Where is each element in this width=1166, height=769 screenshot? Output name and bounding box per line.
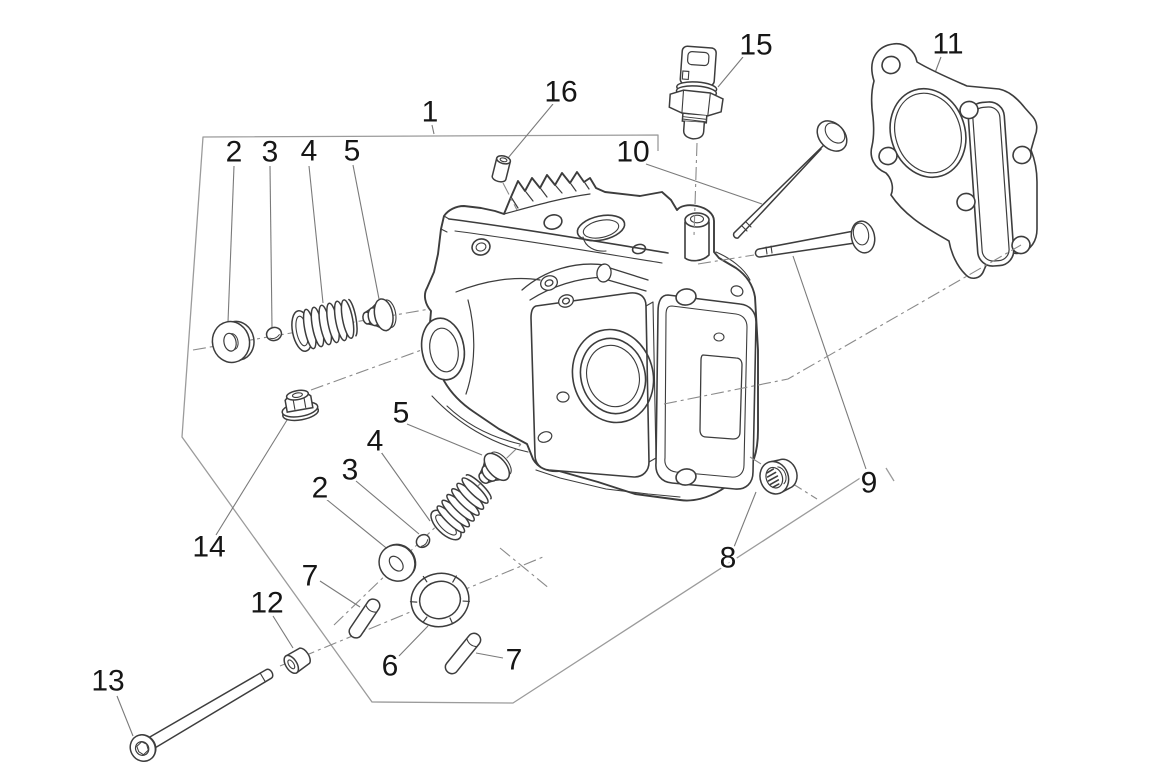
callout-7-left: 7 bbox=[302, 560, 319, 593]
axis-bearing-8 bbox=[749, 456, 818, 500]
callout-13: 13 bbox=[91, 665, 124, 698]
callout-4-lower: 4 bbox=[367, 425, 384, 458]
callout-10-leader bbox=[645, 163, 763, 205]
part-spring-retainer-lower bbox=[378, 543, 417, 582]
callout-1: 1 bbox=[422, 96, 439, 129]
callout-9: 9 bbox=[861, 467, 878, 500]
cooling-fins bbox=[503, 182, 591, 215]
callout-11: 11 bbox=[932, 28, 963, 61]
callout-7-right-leader bbox=[475, 652, 504, 659]
gasket-bolt-holes bbox=[878, 55, 1032, 255]
callout-12: 12 bbox=[250, 587, 283, 620]
callout-7-left-leader bbox=[319, 580, 361, 608]
callout-1-leader bbox=[431, 124, 435, 135]
part-spacer-bushing bbox=[283, 647, 311, 675]
part-head-gasket bbox=[870, 42, 1038, 279]
part-dowel-pin-left bbox=[348, 598, 381, 639]
callout-2-lower-leader bbox=[325, 498, 391, 552]
part-valve-spring-upper bbox=[291, 298, 358, 352]
cam-chain-tower bbox=[684, 212, 710, 262]
callout-4-upper-leader bbox=[308, 165, 324, 304]
callout-2-lower: 2 bbox=[312, 472, 329, 505]
part-spring-seat-upper bbox=[362, 298, 397, 332]
gasket-chain-passage bbox=[967, 101, 1015, 267]
head-side-flange bbox=[655, 288, 757, 490]
axis-stud-16 bbox=[502, 182, 518, 211]
callout-12-leader bbox=[272, 615, 294, 649]
callout-9-leader bbox=[792, 255, 867, 470]
intake-port bbox=[420, 277, 541, 453]
part-valve-exhaust bbox=[754, 220, 876, 258]
part-valve-cotter-lower bbox=[415, 533, 431, 549]
callout-2-upper: 2 bbox=[226, 136, 243, 169]
top-plate-holes bbox=[471, 214, 647, 256]
callout-16: 16 bbox=[544, 76, 577, 109]
callout-4-upper: 4 bbox=[301, 135, 318, 168]
rocker-face-plate bbox=[530, 292, 657, 478]
callout-16-leader bbox=[507, 103, 554, 159]
part-dowel-pin-right bbox=[444, 632, 482, 675]
axis-dowel-right bbox=[499, 547, 551, 590]
callout-5-lower-leader bbox=[406, 423, 483, 456]
callout-5-upper: 5 bbox=[344, 135, 361, 168]
axis-head-to-gasket bbox=[663, 244, 1022, 405]
callout-14-leader bbox=[215, 411, 293, 536]
boundary-tick-9 bbox=[885, 467, 895, 482]
callout-3-upper-leader bbox=[269, 165, 273, 329]
combustion-chamber bbox=[571, 328, 655, 424]
callout-8: 8 bbox=[720, 542, 737, 575]
group-1-boundary bbox=[181, 134, 895, 704]
callout-6-leader bbox=[398, 625, 429, 657]
part-stud-16 bbox=[491, 155, 512, 183]
centerlines-front bbox=[499, 142, 1022, 590]
callout-15: 15 bbox=[739, 29, 772, 62]
callout-14: 14 bbox=[192, 531, 225, 564]
part-flange-nut bbox=[281, 389, 320, 422]
rocker-arms bbox=[521, 263, 649, 308]
callout-6: 6 bbox=[382, 650, 399, 683]
part-cylinder-bolt bbox=[129, 668, 274, 762]
callout-13-leader bbox=[116, 695, 134, 737]
callout-4-lower-leader bbox=[380, 451, 431, 522]
axis-sensor-15 bbox=[693, 142, 698, 237]
callout-8-leader bbox=[733, 491, 757, 548]
callout-5-lower: 5 bbox=[393, 397, 410, 430]
callout-2-upper-leader bbox=[227, 165, 235, 323]
part-spring-seat-lower bbox=[478, 451, 512, 484]
part-valve-spring-lower bbox=[430, 474, 492, 541]
part-cylinder-head bbox=[420, 171, 759, 502]
group-1-outline bbox=[181, 134, 869, 704]
callout-3-lower-leader bbox=[355, 480, 420, 535]
part-lock-ring bbox=[409, 572, 470, 628]
callout-5-upper-leader bbox=[352, 164, 380, 300]
axis-valve-guide bbox=[697, 254, 755, 265]
part-needle-bearing bbox=[759, 458, 798, 495]
callout-10: 10 bbox=[616, 136, 649, 169]
callout-15-leader bbox=[717, 56, 744, 88]
part-spring-retainer-upper bbox=[211, 320, 255, 364]
part-temperature-sensor bbox=[668, 45, 724, 140]
part-valve-intake bbox=[732, 120, 848, 239]
callout-7-right: 7 bbox=[506, 644, 523, 677]
callout-3-lower: 3 bbox=[342, 454, 359, 487]
callout-3-upper: 3 bbox=[262, 136, 279, 169]
part-valve-cotter-upper bbox=[265, 326, 283, 342]
